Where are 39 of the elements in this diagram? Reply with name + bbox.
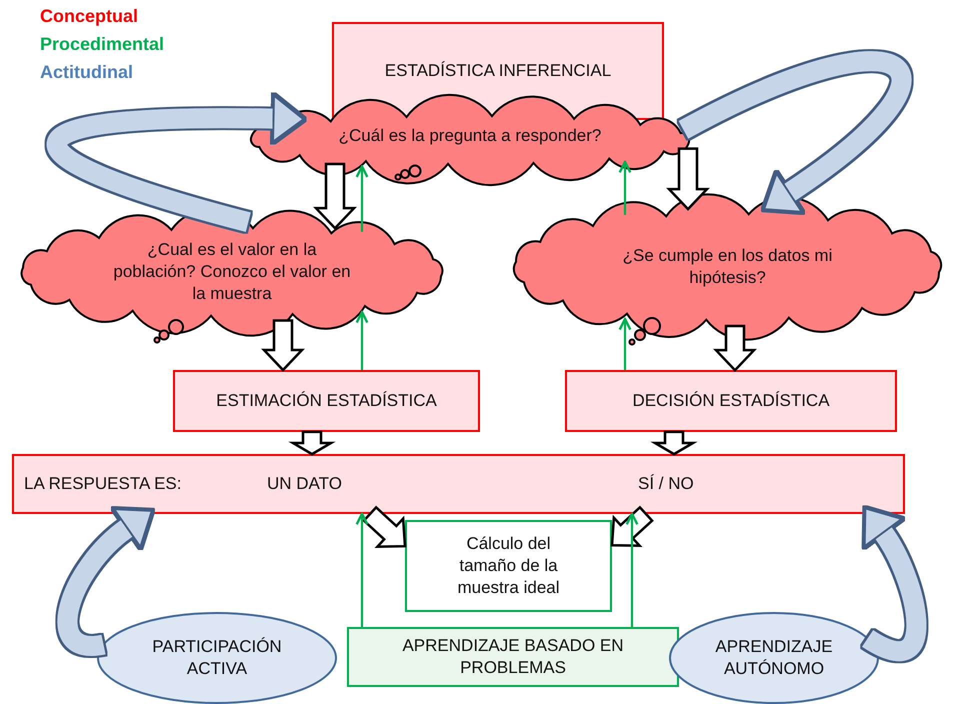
- arrow: [356, 512, 368, 628]
- curved-arrow: [58, 508, 152, 656]
- arrow: [626, 512, 638, 628]
- box-label: LA RESPUESTA ES:: [24, 473, 182, 495]
- block-arrow: [666, 147, 710, 211]
- curved-arrow: [48, 94, 304, 232]
- block-arrow: [713, 324, 757, 372]
- process-box: [405, 520, 612, 612]
- box-label: ¿Se cumple en los datos mi hipótesis?: [622, 244, 834, 289]
- box-label: APRENDIZAJE AUTÓNOMO: [714, 636, 834, 680]
- box-label: ¿Cual es el valor en la población? Conozco el valor en la muestra: [112, 238, 352, 306]
- block-arrow: [650, 430, 698, 456]
- box-label: UN DATO: [267, 473, 342, 495]
- box-label: DECISIÓN ESTADÍSTICA: [632, 390, 830, 412]
- block-arrow: [362, 506, 406, 548]
- legend-text: Conceptual: [40, 6, 138, 27]
- legend-text: Actitudinal: [40, 62, 133, 83]
- legend-text: Procedimental: [40, 34, 164, 55]
- arrow: [356, 310, 368, 370]
- arrow: [356, 165, 368, 232]
- box-label: SÍ / NO: [638, 473, 694, 495]
- process-box: [12, 454, 905, 514]
- box-label: Cálculo del tamaño de la muestra ideal: [456, 532, 561, 600]
- box-label: ¿Cuál es la pregunta a responder?: [338, 124, 602, 147]
- block-arrow: [261, 319, 305, 372]
- block-arrow: [288, 430, 336, 456]
- block-arrow: [313, 162, 357, 230]
- block-arrow: [610, 506, 654, 548]
- arrow: [618, 318, 632, 370]
- arrow: [618, 160, 632, 215]
- box-label: APRENDIZAJE BASADO EN PROBLEMAS: [401, 634, 625, 679]
- process-box: [173, 370, 480, 432]
- process-box: [565, 370, 897, 432]
- method-box: [347, 627, 679, 687]
- box-label: ESTIMACIÓN ESTADÍSTICA: [216, 390, 437, 412]
- box-label: ESTADÍSTICA INFERENCIAL: [384, 60, 612, 82]
- curved-arrow: [862, 506, 926, 662]
- curved-arrow: [678, 52, 912, 212]
- box-label: PARTICIPACIÓN ACTIVA: [151, 636, 283, 680]
